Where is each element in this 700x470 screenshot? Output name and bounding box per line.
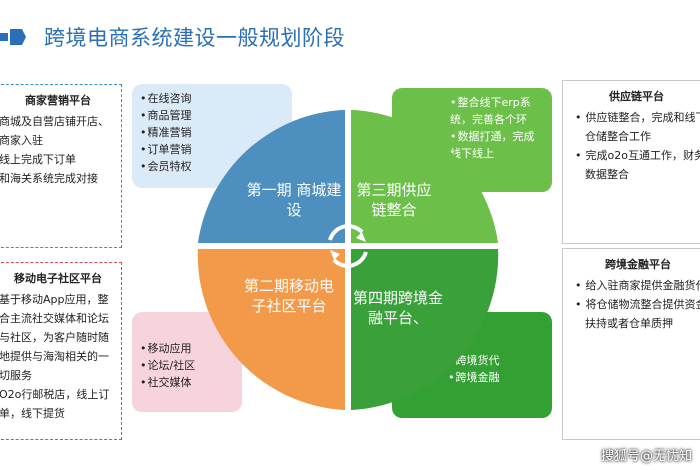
panel-line: •完成o2o互通工作，财务 xyxy=(575,149,700,162)
quadrant-label-phase-4-front: 第四期跨境金融平台、 xyxy=(352,289,443,327)
list-item: 移动应用 xyxy=(140,340,234,357)
panel-line: 地提供与海淘相关的一 xyxy=(0,350,109,363)
panel-line: 线上完成下订单 xyxy=(0,153,76,166)
quadrant-label-phase-1-front: 第一期 商城建设 xyxy=(246,181,342,219)
panel-line: •供应链整合，完成和线下 xyxy=(575,111,700,124)
panel-line: 和海关系统完成对接 xyxy=(0,172,98,185)
list-item: 数据打通，完成线下线上 xyxy=(450,128,544,162)
page-title: 跨境电商系统建设一般规划阶段 xyxy=(44,26,345,50)
panel-line: 数据整合 xyxy=(585,168,629,181)
quadrant-label-phase-3-front: 第三期供应链整合 xyxy=(356,181,432,219)
panel-supply-chain-platform: 供应链平台 •供应链整合，完成和线下 仓储整合工作 •完成o2o互通工作，财务 … xyxy=(562,80,700,244)
panel-line: 基于移动App应用，整 xyxy=(0,293,109,306)
list-item: 跨境金融 xyxy=(448,369,544,386)
list-item: 精准营销 xyxy=(140,124,284,141)
panel-heading: 供应链平台 xyxy=(609,90,664,103)
list-item: 在线咨询 xyxy=(140,90,284,107)
panel-line: 切服务 xyxy=(0,369,32,382)
panel-merchant-platform: 商家营销平台 商城及自营店铺开店、 商家入驻 线上完成下订单 和海关系统完成对接 xyxy=(0,84,122,248)
list-item: 商品管理 xyxy=(140,107,284,124)
panel-heading: 跨境金融平台 xyxy=(605,258,671,271)
list-item: 跨境货代 xyxy=(448,352,544,369)
panel-line: O2o行邮税店，线上订 xyxy=(0,388,110,401)
pill-phase-2-features: 移动应用 论坛/社区 社交媒体 xyxy=(132,312,242,412)
watermark: 搜狐号@无忧知 xyxy=(600,449,692,464)
panel-mobile-community-platform: 移动电子社区平台 基于移动App应用，整 合主流社交媒体和论坛 与社区，为客户随… xyxy=(0,262,122,440)
list-item: 会员特权 xyxy=(140,158,284,175)
panel-line: •给入驻商家提供金融货代 xyxy=(575,279,700,292)
panel-line: 合主流社交媒体和论坛 xyxy=(0,312,109,325)
panel-line: •将仓储物流整合提供资金 xyxy=(575,298,700,311)
pill-phase-3-features: 整合线下erp系统，完善各个环 数据打通，完成线下线上 xyxy=(392,88,552,192)
header-logo-icon xyxy=(0,29,26,45)
list-item: 论坛/社区 xyxy=(140,357,234,374)
panel-heading: 移动电子社区平台 xyxy=(14,272,102,285)
panel-line: 单，线下提货 xyxy=(0,407,65,420)
pill-phase-1-features: 在线咨询 商品管理 精准营销 订单营销 会员特权 xyxy=(132,84,292,188)
panel-heading: 商家营销平台 xyxy=(25,94,91,107)
panel-cross-border-finance-platform: 跨境金融平台 •给入驻商家提供金融货代 •将仓储物流整合提供资金 扶持或者仓单质… xyxy=(562,248,700,440)
panel-line: 商城及自营店铺开店、 xyxy=(0,115,109,128)
list-item: 整合线下erp系统，完善各个环 xyxy=(450,94,544,128)
panel-line: 仓储整合工作 xyxy=(585,130,651,143)
list-item: 社交媒体 xyxy=(140,374,234,391)
quadrant-label-phase-2-front: 第二期移动电子社区平台 xyxy=(243,277,334,315)
panel-line: 商家入驻 xyxy=(0,134,43,147)
list-item: 订单营销 xyxy=(140,141,284,158)
panel-line: 与社区，为客户随时随 xyxy=(0,331,109,344)
panel-line: 扶持或者仓单质押 xyxy=(585,317,673,330)
cycle-arrows-icon xyxy=(326,224,370,268)
